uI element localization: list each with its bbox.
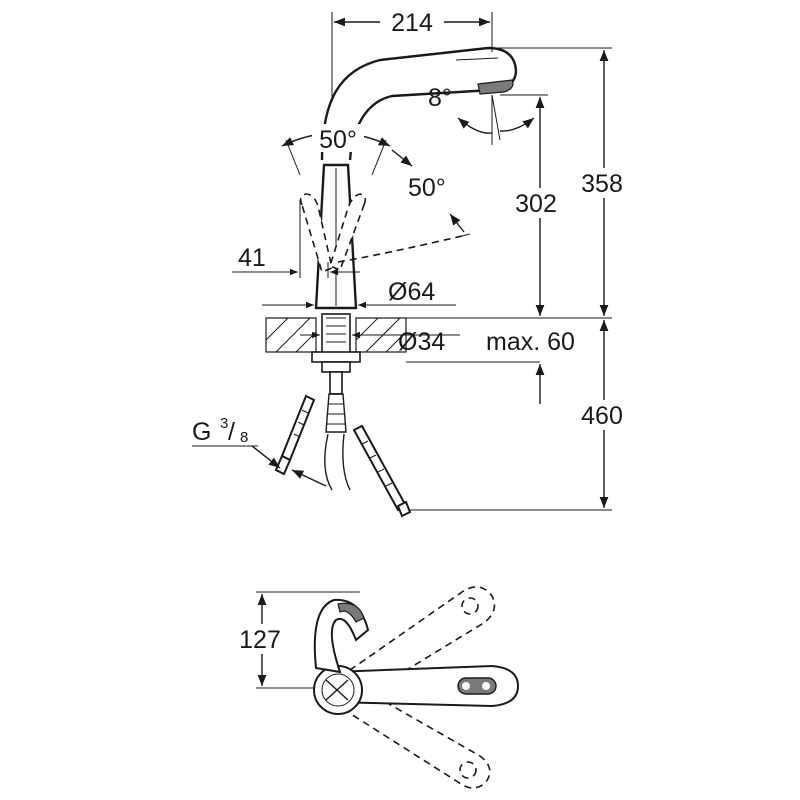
dimension-hole-diameter: Ø34 <box>300 328 460 356</box>
spout-plan <box>331 664 520 708</box>
dimension-handle-angle: 50° 50° <box>281 124 465 233</box>
dimension-width-top: 214 <box>331 8 493 100</box>
spout <box>320 46 518 161</box>
total-height-label: 358 <box>581 170 623 198</box>
hole-diameter-label: Ø34 <box>398 328 445 356</box>
handle-offset-label: 41 <box>238 244 266 272</box>
handle-angle-right-label: 50° <box>408 174 446 202</box>
dimension-hose-length: 460 <box>408 320 634 511</box>
svg-text:/: / <box>228 418 235 446</box>
spout-height-label: 302 <box>515 190 557 218</box>
spout-swivel-lower <box>330 683 491 789</box>
dimension-total-height: 358 <box>492 47 634 316</box>
spray-angle-label: 8° <box>428 84 452 112</box>
elevation-view: 214 8° <box>192 8 634 518</box>
dimension-thread: G 3 / 8 <box>192 415 327 487</box>
plan-depth-label: 127 <box>239 626 281 654</box>
dimension-spout-height: 302 <box>506 97 566 316</box>
dimension-spray-angle: 8° <box>428 84 548 145</box>
handle-left-position <box>299 193 333 274</box>
handle-positions <box>299 193 471 274</box>
dimension-handle-offset: 41 <box>232 200 360 278</box>
spray-head-nozzle <box>477 79 514 95</box>
base-diameter-label: Ø64 <box>388 278 435 306</box>
dimension-plan-depth: 127 <box>226 591 360 689</box>
dimension-max-thickness: max. 60 <box>486 328 575 404</box>
dimension-base-diameter: Ø64 <box>262 278 456 309</box>
handle-angle-left-label: 50° <box>319 126 357 154</box>
hose-length-label: 460 <box>581 402 623 430</box>
plan-view: 127 <box>226 586 520 789</box>
thread-numerator: 3 <box>220 415 228 432</box>
thread-label: G <box>192 418 211 446</box>
max-thickness-label: max. 60 <box>486 328 575 356</box>
width-top-label: 214 <box>391 9 433 37</box>
handle-right-position <box>329 193 367 272</box>
supply-hoses <box>274 371 412 518</box>
thread-denominator: 8 <box>240 429 248 446</box>
